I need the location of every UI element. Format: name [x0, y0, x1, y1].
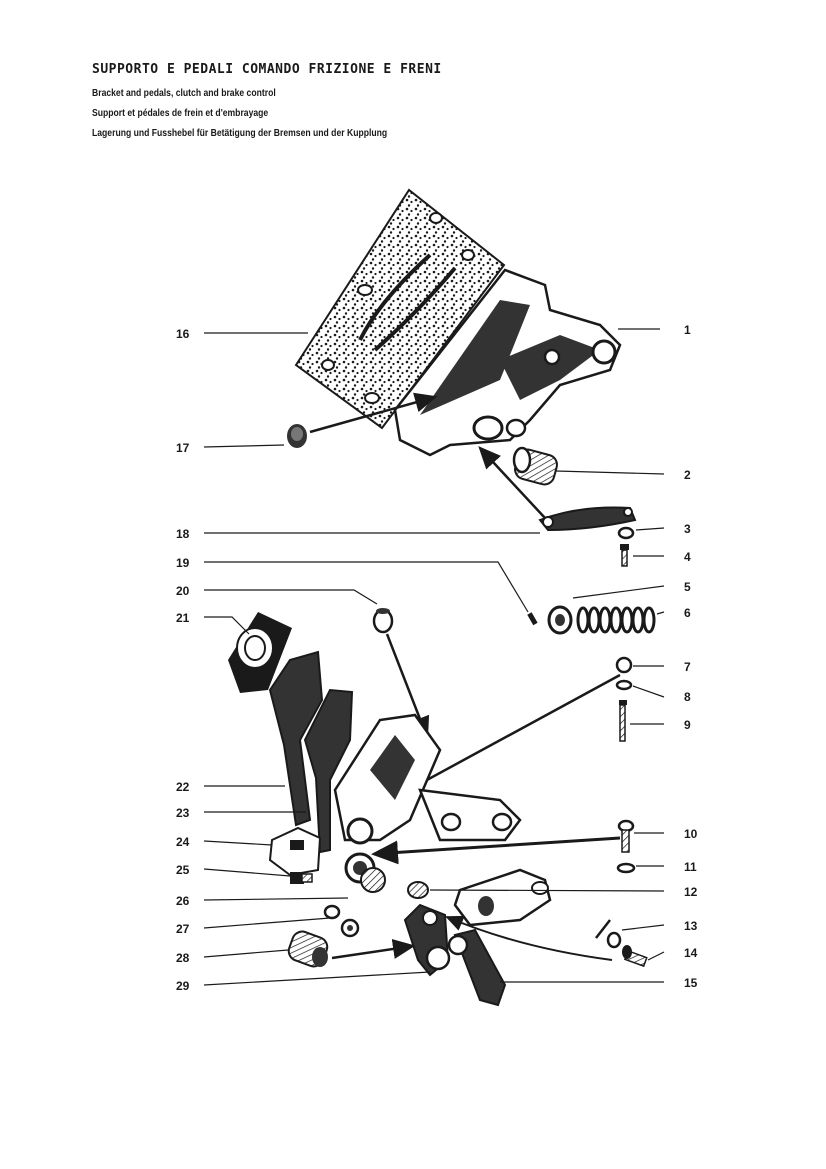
- callout-4: 4: [684, 550, 691, 564]
- callout-18: 18: [176, 527, 190, 541]
- nut-7-part: [615, 656, 633, 674]
- title-block: SUPPORTO E PEDALI COMANDO FRIZIONE E FRE…: [92, 62, 452, 143]
- callout-29: 29: [176, 979, 190, 993]
- callout-27: 27: [176, 922, 190, 936]
- callout-14: 14: [684, 946, 698, 960]
- pedal-pad-part: [228, 612, 292, 693]
- title-french: Support et pédales de frein et d'embraya…: [92, 107, 269, 119]
- bush-20-part: [372, 608, 394, 634]
- master-cylinder-part: [407, 868, 552, 927]
- lower-lever-29-part: [403, 903, 451, 977]
- spring-cup-5-part: [547, 605, 573, 635]
- callout-numbers: 1 2 3 4 5 6 7 8 9 10 11 12 13 14 15 16 1…: [176, 323, 698, 993]
- callout-25: 25: [176, 863, 190, 877]
- bolt-9-part: [619, 700, 627, 742]
- bushing-2-part: [512, 446, 558, 486]
- pedal-stop-part: [268, 826, 322, 877]
- callout-12: 12: [684, 885, 698, 899]
- pin-19-part: [527, 612, 538, 626]
- title-italian: SUPPORTO E PEDALI COMANDO FRIZIONE E FRE…: [92, 62, 442, 77]
- callout-24: 24: [176, 835, 190, 849]
- pin-14-part: [622, 945, 648, 968]
- lower-lever-15-part: [447, 928, 507, 1007]
- bolt-10-part: [617, 819, 635, 853]
- washer-3-part: [617, 526, 635, 540]
- title-german: Lagerung und Fusshebel für Betätigung de…: [92, 127, 388, 139]
- screw-4-part: [620, 544, 629, 567]
- callout-6: 6: [684, 606, 691, 620]
- callout-1: 1: [684, 323, 691, 337]
- washer-26-part: [323, 904, 341, 920]
- screw-25-part: [290, 872, 313, 884]
- callout-8: 8: [684, 690, 691, 704]
- callout-11: 11: [684, 860, 697, 874]
- callout-28: 28: [176, 951, 190, 965]
- callout-5: 5: [684, 580, 691, 594]
- floor-plate-part: [294, 188, 506, 430]
- support-bracket-part: [393, 268, 622, 457]
- callout-10: 10: [684, 827, 698, 841]
- callout-23: 23: [176, 806, 190, 820]
- callout-22: 22: [176, 780, 190, 794]
- callout-20: 20: [176, 584, 190, 598]
- leader-lines: [203, 328, 665, 986]
- callout-19: 19: [176, 556, 190, 570]
- callout-13: 13: [684, 919, 698, 933]
- callout-7: 7: [684, 660, 691, 674]
- lever-part: [538, 506, 637, 532]
- callout-9: 9: [684, 718, 691, 732]
- split-pin-13-part: [595, 919, 622, 949]
- callout-16: 16: [176, 327, 190, 341]
- bushing-17-part: [287, 424, 307, 448]
- brake-pedal-part: [268, 650, 324, 827]
- callout-26: 26: [176, 894, 190, 908]
- pedal-bracket-part: [333, 713, 522, 893]
- clutch-pedal-part: [303, 688, 354, 854]
- bushing-28-part: [287, 930, 329, 968]
- spring-6-part: [576, 606, 656, 634]
- callout-2: 2: [684, 468, 691, 482]
- callout-15: 15: [684, 976, 698, 990]
- washer-11-part: [616, 862, 636, 874]
- nut-27-part: [340, 918, 360, 938]
- callout-3: 3: [684, 522, 691, 536]
- callout-21: 21: [176, 611, 190, 625]
- callout-17: 17: [176, 441, 190, 455]
- title-english: Bracket and pedals, clutch and brake con…: [92, 87, 276, 99]
- washer-8-part: [615, 679, 633, 691]
